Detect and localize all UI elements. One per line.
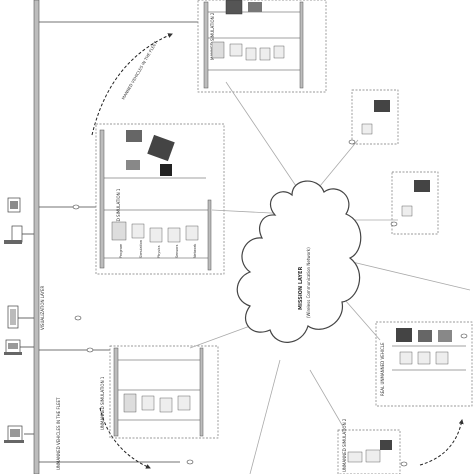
visualization-terminals: [4, 197, 34, 443]
unmanned-simulation-2-title: UNMANNED SIMULATION 2: [342, 418, 347, 472]
antenna-icons: [72, 139, 468, 467]
mission-layer-title: MISSION LAYER: [298, 267, 304, 310]
real-unmanned-vehicle-title: REAL UNMANNED VEHICLE: [380, 342, 385, 396]
visualization-layer-label: VISUALIZATION LAYER: [40, 286, 45, 330]
remote-node-box: [351, 89, 399, 145]
module-simulation-label: Simulation: [139, 240, 143, 258]
manned-simulation-1-box: MANNED SIMULATION 1 Program Simulation P…: [95, 123, 225, 275]
module-sensors-label: Sensors: [175, 244, 179, 258]
real-unmanned-vehicle-box: REAL UNMANNED VEHICLE: [375, 321, 473, 407]
unmanned-simulation-2-box: UNMANNED SIMULATION 2: [337, 418, 401, 474]
mission-layer-cloud: MISSION LAYER (Wireless Communication Ne…: [236, 180, 362, 343]
unmanned-simulation-1-title: UNMANNED SIMULATION 1: [100, 376, 105, 430]
workstation-icon: [4, 339, 34, 355]
manned-fleet-label: MANNED VEHICLES IN THE FLEET: [121, 40, 159, 101]
module-physics-label: Physics: [157, 245, 161, 258]
monitor-icon: [7, 305, 34, 329]
manned-simulation-1-title: MANNED SIMULATION 1: [116, 188, 121, 236]
remote-node-box: [391, 171, 439, 235]
workstation-icon: [4, 225, 34, 244]
workstation-icon: [4, 425, 34, 443]
mission-layer-subtitle: (Wireless Communication Network): [306, 247, 311, 318]
visualization-bus: VISUALIZATION LAYER: [33, 0, 45, 474]
bus-connectors: [39, 21, 198, 463]
manned-simulation-2-title: MANNED SIMULATION 2: [210, 12, 215, 60]
module-program-label: Program: [119, 243, 123, 258]
monitor-icon: [7, 197, 21, 213]
unmanned-simulation-1-box: UNMANNED SIMULATION 1: [100, 345, 219, 439]
unmanned-fleet-label: UNMANNED VEHICLES IN THE FLEET: [56, 397, 61, 470]
fleet-arrows: [91, 33, 464, 469]
module-network-label: Network: [193, 244, 197, 258]
manned-simulation-2-box: MANNED SIMULATION 2: [197, 0, 327, 93]
